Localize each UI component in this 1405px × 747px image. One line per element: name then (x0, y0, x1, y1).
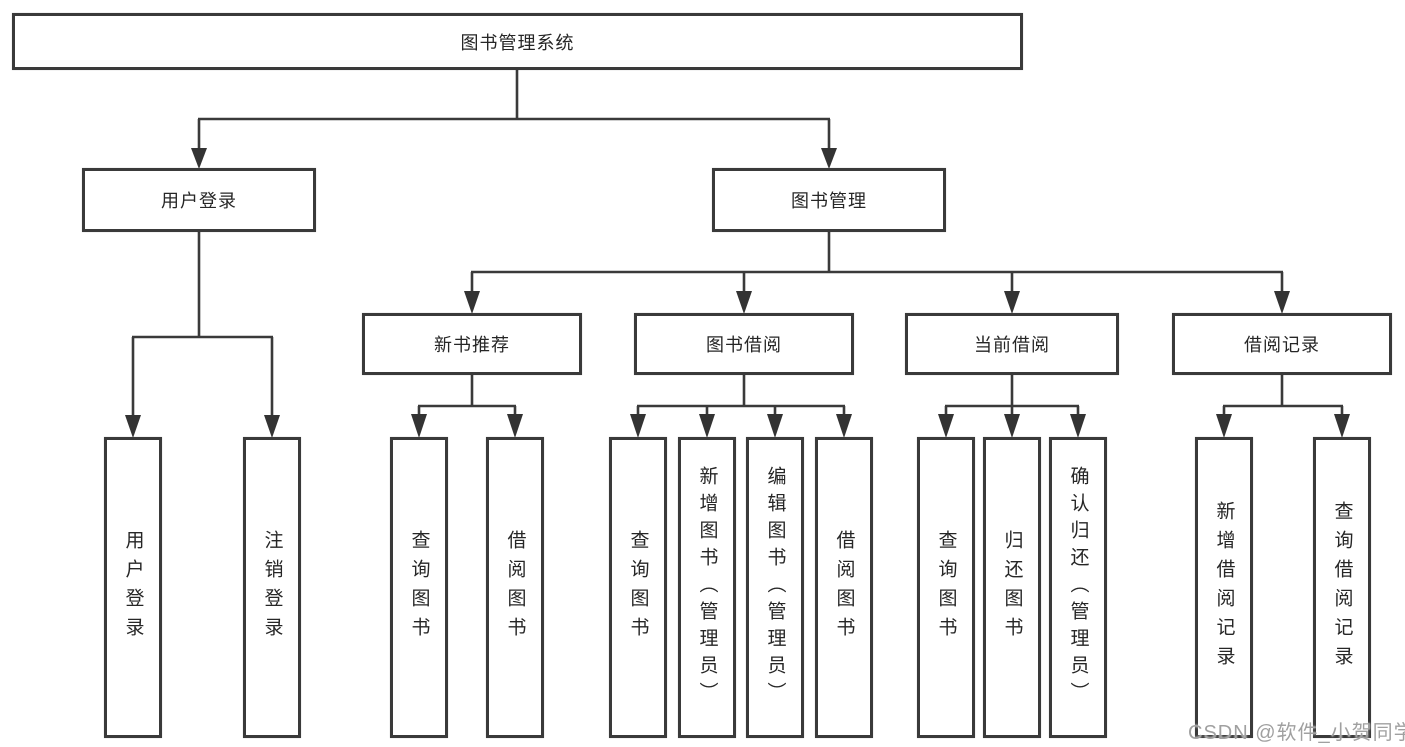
leaf-label: 确认归还（管理员） (1067, 466, 1089, 709)
leaf-label: 借阅图书 (833, 529, 855, 646)
node-current-borrowing: 当前借阅 (905, 313, 1119, 375)
node-label: 图书管理系统 (460, 32, 575, 53)
leaf-label: 新增图书（管理员） (696, 466, 718, 709)
leaf-label: 归还图书 (1001, 529, 1023, 646)
leaf-borrow-books-recommend: 借阅图书 (486, 437, 544, 738)
node-library-management-system: 图书管理系统 (12, 13, 1023, 70)
leaf-label: 查询借阅记录 (1331, 500, 1353, 675)
node-borrowing-records: 借阅记录 (1172, 313, 1392, 375)
leaf-label: 新增借阅记录 (1213, 500, 1235, 675)
leaf-label: 查询图书 (935, 529, 957, 646)
leaf-logout: 注销登录 (243, 437, 301, 738)
leaf-add-books-admin: 新增图书（管理员） (678, 437, 736, 738)
leaf-query-borrow-record: 查询借阅记录 (1313, 437, 1371, 738)
leaf-edit-books-admin: 编辑图书（管理员） (746, 437, 804, 738)
node-label: 当前借阅 (974, 335, 1050, 355)
node-book-management: 图书管理 (712, 168, 946, 232)
leaf-query-books-recommend: 查询图书 (390, 437, 448, 738)
node-label: 图书借阅 (706, 335, 782, 355)
leaf-query-books-current: 查询图书 (917, 437, 975, 738)
leaf-return-books: 归还图书 (983, 437, 1041, 738)
node-label: 借阅记录 (1244, 335, 1320, 355)
leaf-label: 注销登录 (261, 529, 283, 646)
node-label: 用户登录 (161, 191, 237, 211)
node-new-book-recommendation: 新书推荐 (362, 313, 582, 375)
leaf-add-borrow-record: 新增借阅记录 (1195, 437, 1253, 738)
leaf-user-login: 用户登录 (104, 437, 162, 738)
csdn-watermark: CSDN @软件_小贺同学 (1188, 722, 1405, 744)
node-label: 图书管理 (791, 191, 867, 211)
leaf-label: 借阅图书 (504, 529, 526, 646)
node-user-login: 用户登录 (82, 168, 316, 232)
node-book-borrowing: 图书借阅 (634, 313, 854, 375)
leaf-label: 用户登录 (122, 529, 144, 646)
node-label: 新书推荐 (434, 335, 510, 355)
leaf-label: 查询图书 (408, 529, 430, 646)
leaf-borrow-books-borrowing: 借阅图书 (815, 437, 873, 738)
leaf-label: 查询图书 (627, 529, 649, 646)
leaf-query-books-borrowing: 查询图书 (609, 437, 667, 738)
leaf-label: 编辑图书（管理员） (764, 466, 786, 709)
leaf-confirm-return-admin: 确认归还（管理员） (1049, 437, 1107, 738)
